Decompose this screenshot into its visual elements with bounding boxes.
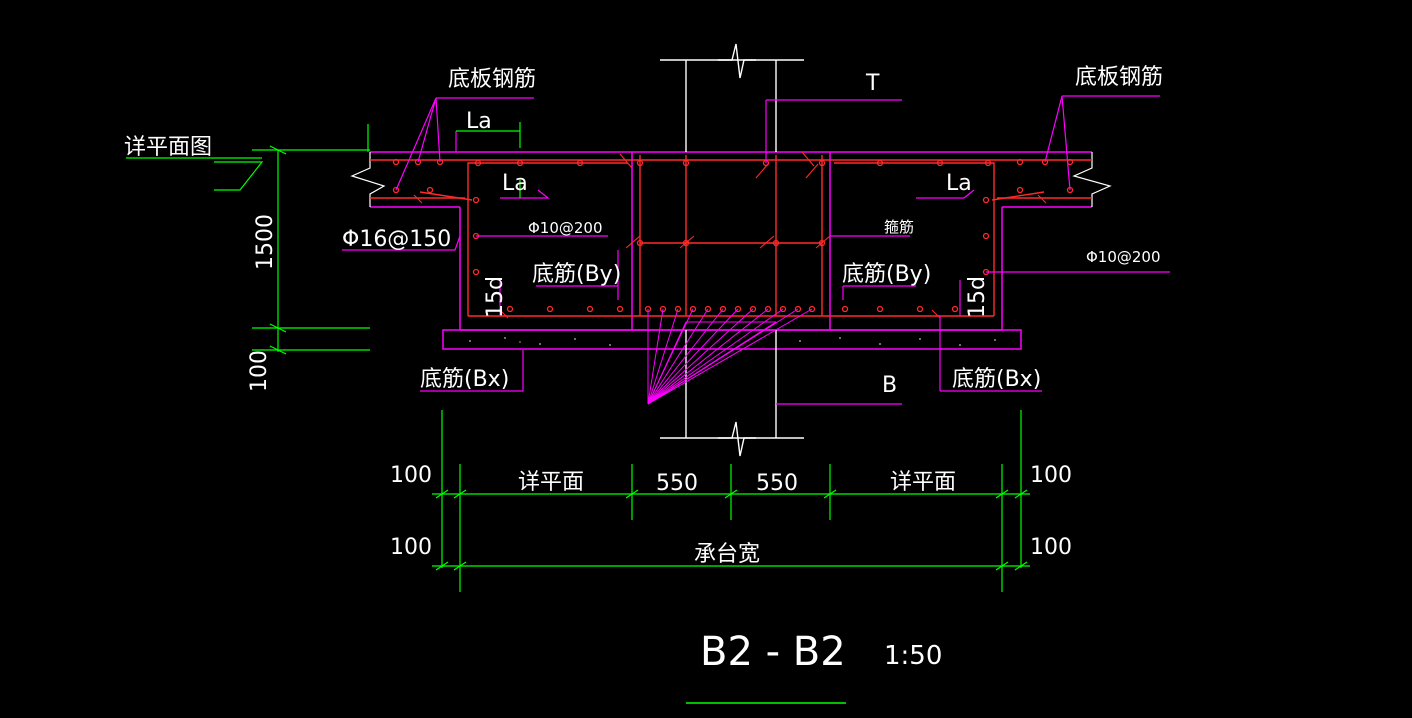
dim-row1-plan-right: 详平面 <box>890 470 956 495</box>
label-hook-left: 15d <box>483 276 508 318</box>
lean-concrete-pad <box>442 329 1022 350</box>
label-slab-rebar-left: 底板钢筋 <box>448 67 536 92</box>
dim-row1-left: 100 <box>390 463 432 488</box>
rebar-lines <box>370 155 1092 317</box>
dim-row1-right: 100 <box>1030 463 1072 488</box>
label-stirrup-left: Φ16@150 <box>342 227 451 252</box>
column-outline <box>660 43 804 457</box>
label-bottom-by-left: 底筋(By) <box>532 262 621 287</box>
dim-height-main: 1500 <box>253 214 278 270</box>
label-bottom-by-right: 底筋(By) <box>842 262 931 287</box>
fan-leaders <box>647 308 813 405</box>
label-hook-right: 15d <box>965 276 990 318</box>
label-la-top-left: La <box>466 109 492 134</box>
drawing-title: B2 - B2 <box>700 629 846 675</box>
dim-row1-plan-left: 详平面 <box>518 470 584 495</box>
label-la-inner-right: La <box>946 171 972 196</box>
label-dist-left: Φ10@200 <box>528 219 603 237</box>
label-bottom-bx-left: 底筋(Bx) <box>420 367 509 392</box>
label-slab-rebar-right: 底板钢筋 <box>1075 65 1163 90</box>
label-dist-right: Φ10@200 <box>1086 248 1161 266</box>
rebar-dots <box>392 158 1074 313</box>
rebar-ticks <box>413 151 1047 319</box>
dimension-labels: 1500 100 100 详平面 550 550 详平面 100 100 承台宽… <box>247 214 1072 567</box>
dim-height-pad: 100 <box>247 350 272 392</box>
annotation-labels: 底板钢筋 底板钢筋 详平面图 La La La Φ16@150 箍筋 Φ10@2… <box>124 65 1163 398</box>
label-bottom-bx-right: 底筋(Bx) <box>952 367 1041 392</box>
dimension-lines <box>126 122 1030 592</box>
leader-lines <box>342 95 1170 405</box>
dim-row2-right: 100 <box>1030 535 1072 560</box>
label-top-mark: T <box>865 71 880 96</box>
dim-row1-550-left: 550 <box>656 471 698 496</box>
label-bottom-mark: B <box>882 373 897 398</box>
label-stirrup-note: 箍筋 <box>884 218 914 236</box>
dim-row2-left: 100 <box>390 535 432 560</box>
label-la-inner-left: La <box>502 171 528 196</box>
drawing-title-block: B2 - B2 1:50 <box>700 629 942 675</box>
dim-row1-550-right: 550 <box>756 471 798 496</box>
break-lines <box>350 152 1112 207</box>
dim-row2-cap-width: 承台宽 <box>694 542 760 567</box>
label-plan-ref: 详平面图 <box>124 135 212 160</box>
drawing-scale: 1:50 <box>884 641 942 671</box>
